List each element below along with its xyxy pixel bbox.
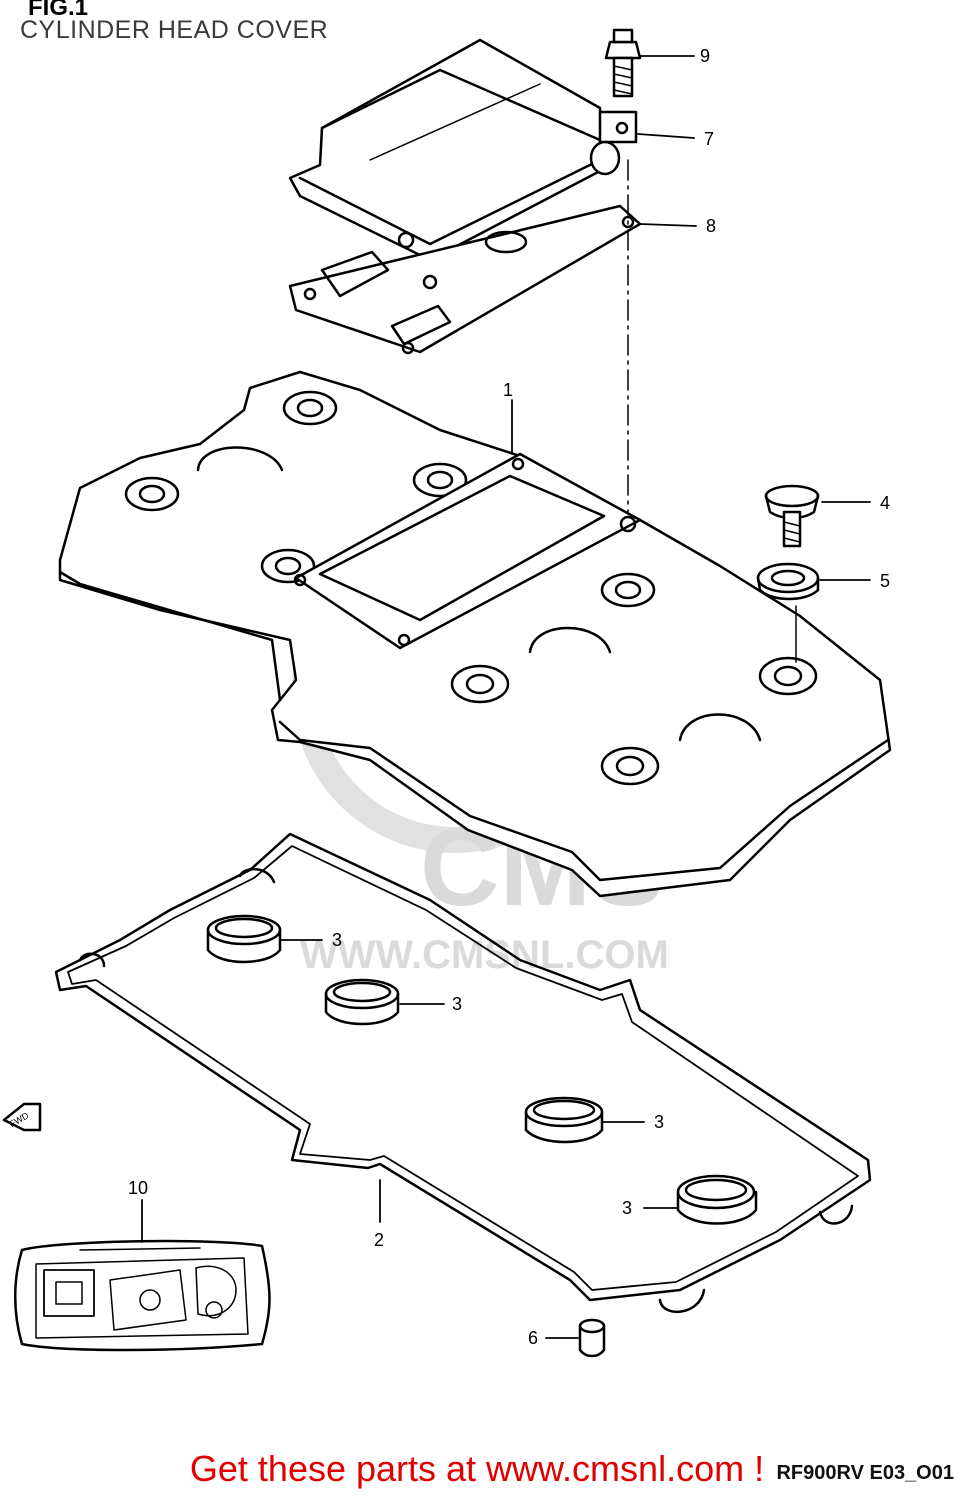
callout-8: 8 [706,216,716,236]
plug-seal-part-3a [206,914,282,964]
breather-cover-part-7 [288,38,638,262]
forward-direction-arrow-icon [2,1102,42,1132]
seal-washer-part-5 [756,562,820,663]
bolt-part-9 [604,28,642,98]
cylinder-head-cover-part-1 [58,370,892,898]
dowel-pin-part-6 [578,1318,606,1358]
gasket-set-part-10 [14,1239,271,1352]
head-cover-gasket-part-2 [54,832,872,1313]
callout-2: 2 [374,1230,384,1250]
watermark-url: WWW.CMSNL.COM [300,933,669,977]
callout-3b: 3 [452,994,462,1014]
callout-4: 4 [880,493,890,513]
callout-5: 5 [880,571,890,591]
callout-7: 7 [704,129,714,149]
plug-seal-part-3c [524,1096,604,1144]
callout-10: 10 [128,1178,148,1198]
callout-6: 6 [528,1328,538,1348]
page-title: CYLINDER HEAD COVER [20,16,329,44]
plug-seal-part-3b [324,978,400,1026]
cta-link[interactable]: Get these parts at www.cmsnl.com ! [189,1448,765,1489]
gasket-part-8 [288,204,642,355]
figure-number: FIG.1 [28,0,89,21]
plug-seal-part-3d [676,1174,758,1225]
bolt-part-4 [764,484,820,548]
callout-3a: 3 [332,930,342,950]
callout-3c: 3 [654,1112,664,1132]
callout-3d: 3 [622,1198,632,1218]
callout-1: 1 [503,380,513,400]
callout-9: 9 [700,46,710,66]
diagram-code: RF900RV E03_O01 [776,1462,954,1484]
